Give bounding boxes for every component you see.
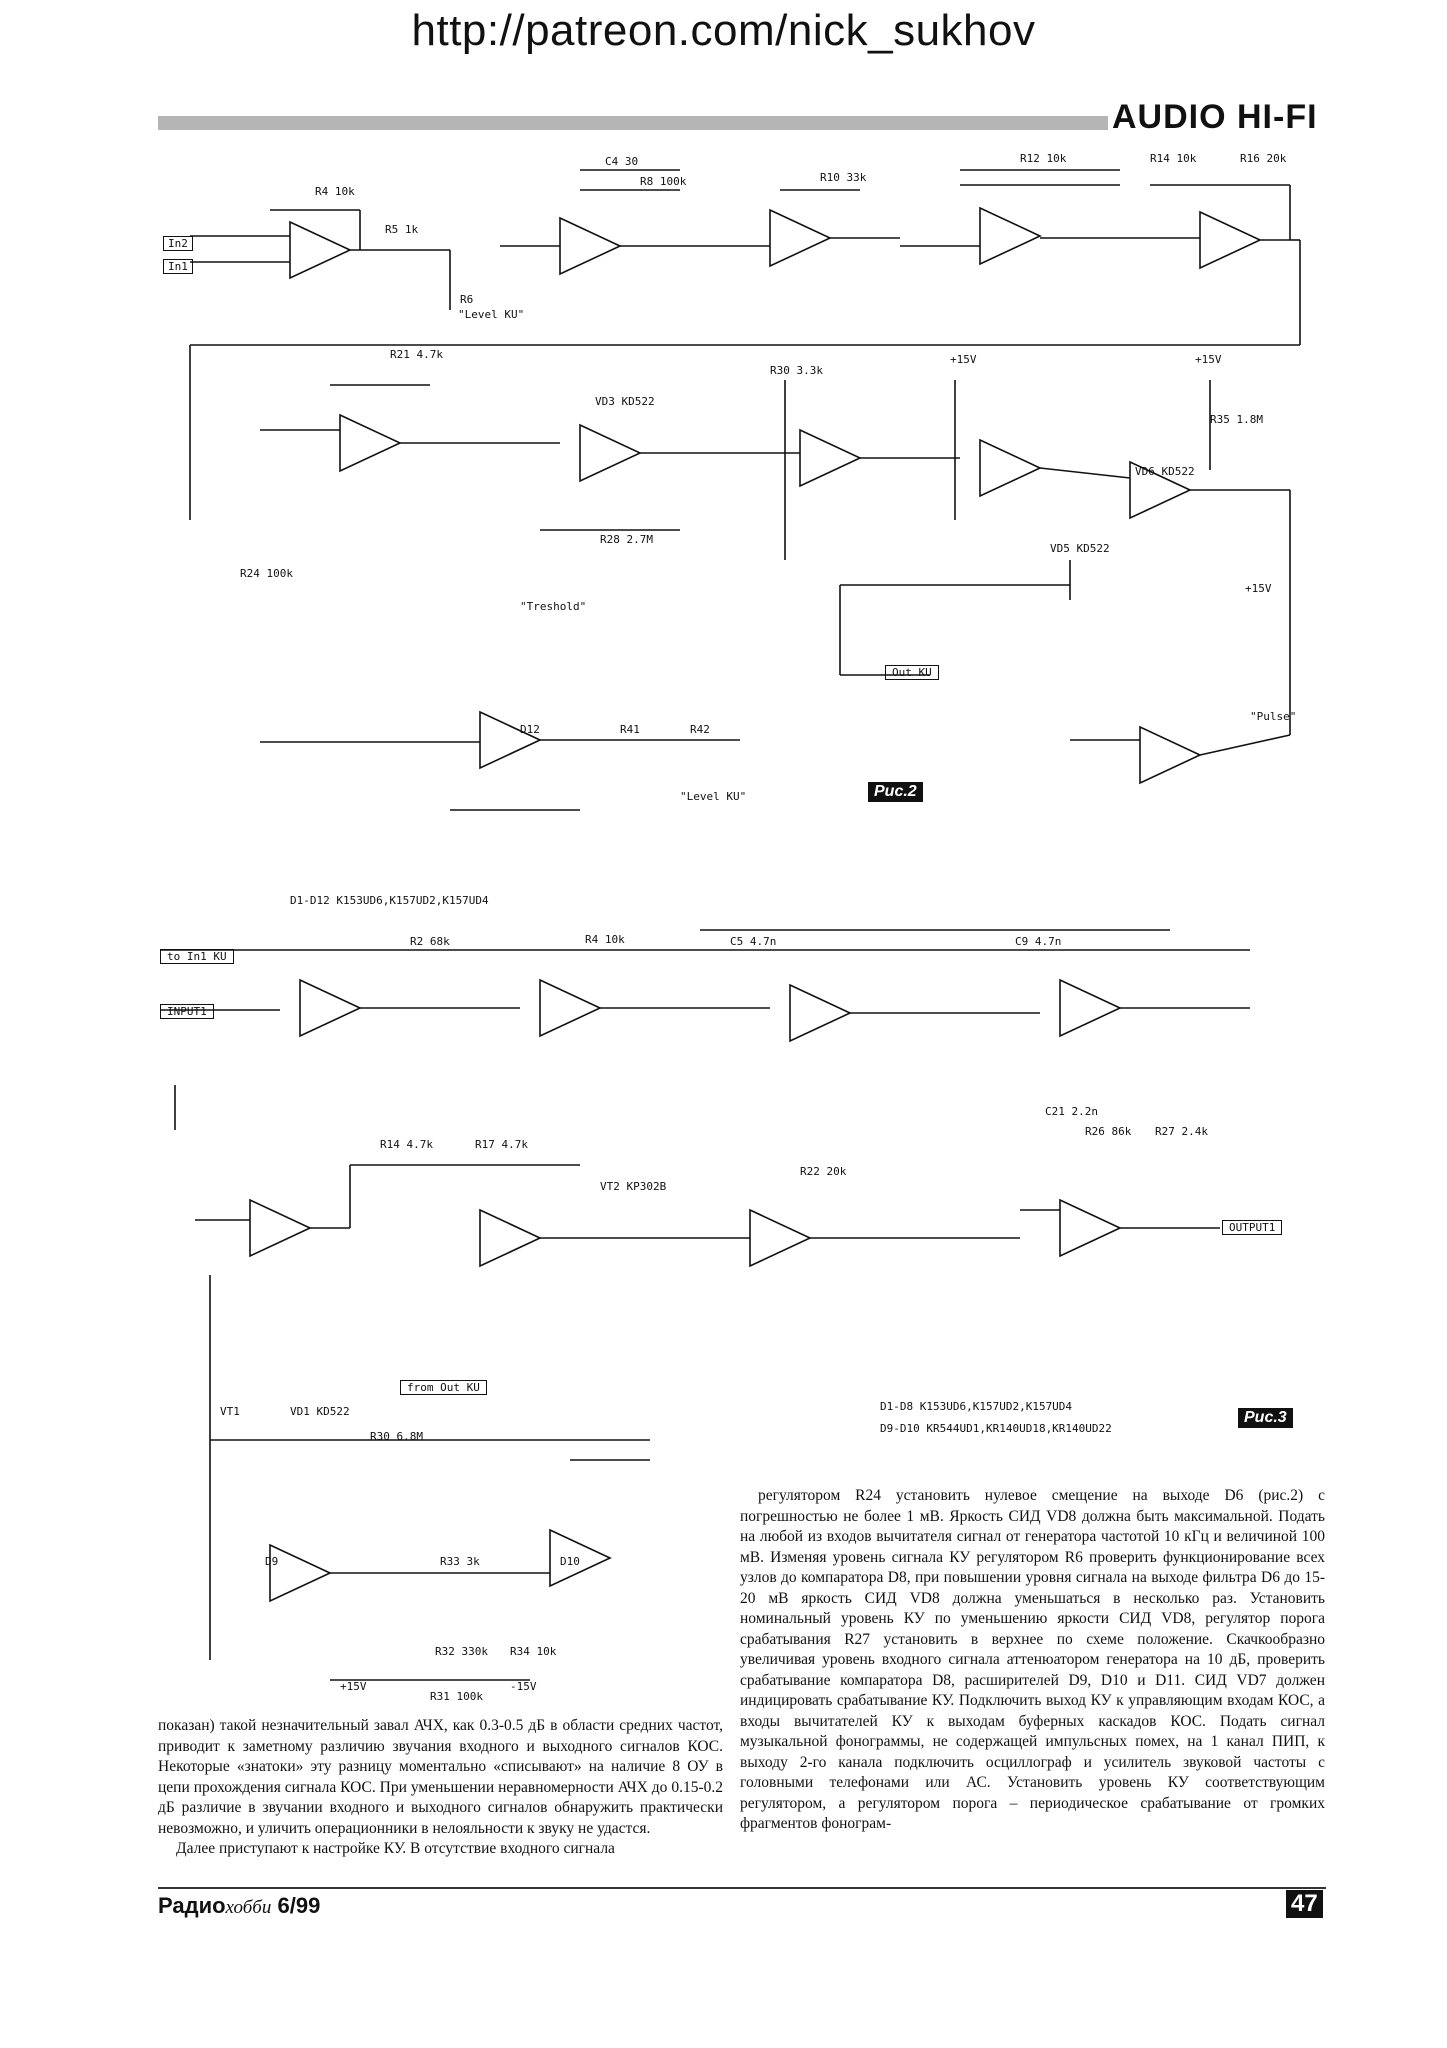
svg-text:VD1 KD522: VD1 KD522 xyxy=(290,1405,350,1418)
svg-text:R31 100k: R31 100k xyxy=(430,1690,483,1703)
tag-in2: In2 xyxy=(163,236,193,251)
svg-text:VD6 KD522: VD6 KD522 xyxy=(1135,465,1195,478)
svg-text:"Level KU": "Level KU" xyxy=(458,308,524,321)
svg-text:R30 6.8M: R30 6.8M xyxy=(370,1430,423,1443)
figure3-parts-note-1: D1-D8 K153UD6,K157UD2,K157UD4 xyxy=(880,1400,1073,1413)
svg-text:+15V: +15V xyxy=(1195,353,1222,366)
schematics: R4 10k R5 1k R6 "Level KU" C4 30 R8 100k… xyxy=(160,152,1301,1703)
svg-text:C21 2.2n: C21 2.2n xyxy=(1045,1105,1098,1118)
svg-text:R28 2.7M: R28 2.7M xyxy=(600,533,653,546)
svg-text:D10: D10 xyxy=(560,1555,580,1568)
svg-text:C9 4.7n: C9 4.7n xyxy=(1015,935,1061,948)
svg-text:VT1: VT1 xyxy=(220,1405,240,1418)
svg-text:R17 4.7k: R17 4.7k xyxy=(475,1138,528,1151)
svg-text:R4 10k: R4 10k xyxy=(315,185,355,198)
page-url[interactable]: http://patreon.com/nick_sukhov xyxy=(411,6,1036,55)
svg-text:R4 10k: R4 10k xyxy=(585,933,625,946)
svg-text:D12: D12 xyxy=(520,723,540,736)
issue-number: 6/99 xyxy=(277,1893,321,1918)
svg-text:R5 1k: R5 1k xyxy=(385,223,418,236)
svg-text:+15V: +15V xyxy=(340,1680,367,1693)
svg-text:D9: D9 xyxy=(265,1555,278,1568)
text-column-left: показан) такой незначительный завал АЧХ,… xyxy=(158,1716,723,1860)
svg-text:R42: R42 xyxy=(690,723,710,736)
left-paragraph-1: показан) такой незначительный завал АЧХ,… xyxy=(158,1717,723,1837)
svg-text:R6: R6 xyxy=(460,293,473,306)
svg-text:C5 4.7n: C5 4.7n xyxy=(730,935,776,948)
footer-rule xyxy=(158,1887,1326,1889)
label-pulse: "Pulse" xyxy=(1250,710,1297,723)
left-paragraph-2: Далее приступают к настройке КУ. В отсут… xyxy=(176,1840,615,1857)
magazine-suffix: хобби xyxy=(225,1897,272,1918)
svg-text:R21 4.7k: R21 4.7k xyxy=(390,348,443,361)
svg-text:R24 100k: R24 100k xyxy=(240,567,293,580)
tag-to-in1: to In1 KU xyxy=(160,949,234,964)
rubric-title: AUDIO HI-FI xyxy=(1112,98,1318,136)
svg-text:+15V: +15V xyxy=(950,353,977,366)
svg-text:R30 3.3k: R30 3.3k xyxy=(770,364,823,377)
svg-text:D1-D12 K153UD6,K157UD2,K157UD4: D1-D12 K153UD6,K157UD2,K157UD4 xyxy=(290,894,489,907)
text-column-right: регулятором R24 установить нулевое смеще… xyxy=(740,1486,1325,1835)
tag-from-out: from Out KU xyxy=(400,1380,487,1395)
svg-text:R41: R41 xyxy=(620,723,640,736)
figure2-label: Рис.2 xyxy=(868,782,923,802)
svg-text:R32 330k: R32 330k xyxy=(435,1645,488,1658)
svg-text:R12 10k: R12 10k xyxy=(1020,152,1067,165)
svg-text:R27 2.4k: R27 2.4k xyxy=(1155,1125,1208,1138)
svg-text:C4 30: C4 30 xyxy=(605,155,638,168)
svg-text:VD3 KD522: VD3 KD522 xyxy=(595,395,655,408)
right-paragraph-1: регулятором R24 установить нулевое смеще… xyxy=(740,1487,1325,1832)
tag-in1: In1 xyxy=(163,259,193,274)
figure3-parts-note-2: D9-D10 KR544UD1,KR140UD18,KR140UD22 xyxy=(880,1422,1112,1435)
label-level-ku-led: "Level KU" xyxy=(680,790,747,803)
svg-text:R14 10k: R14 10k xyxy=(1150,152,1197,165)
svg-text:R10 33k: R10 33k xyxy=(820,171,867,184)
svg-text:R35 1.8M: R35 1.8M xyxy=(1210,413,1263,426)
page-number: 47 xyxy=(1286,1890,1323,1918)
header-bar xyxy=(158,116,1108,130)
svg-text:R2 68k: R2 68k xyxy=(410,935,450,948)
magazine-name: Радио xyxy=(158,1893,226,1918)
svg-text:R34 10k: R34 10k xyxy=(510,1645,557,1658)
svg-text:-15V: -15V xyxy=(510,1680,537,1693)
svg-text:R26 86k: R26 86k xyxy=(1085,1125,1132,1138)
footer-magazine: Радиохобби 6/99 xyxy=(158,1893,320,1919)
svg-text:R33 3k: R33 3k xyxy=(440,1555,480,1568)
label-treshold: "Treshold" xyxy=(520,600,587,613)
tag-output1: OUTPUT1 xyxy=(1222,1220,1283,1235)
svg-text:VT2 KP302B: VT2 KP302B xyxy=(600,1180,667,1193)
svg-text:R22 20k: R22 20k xyxy=(800,1165,847,1178)
tag-input1: INPUT1 xyxy=(160,1004,214,1019)
svg-text:+15V: +15V xyxy=(1245,582,1272,595)
svg-text:R16 20k: R16 20k xyxy=(1240,152,1287,165)
svg-text:R14 4.7k: R14 4.7k xyxy=(380,1138,433,1151)
tag-out-ku: Out KU xyxy=(885,665,939,680)
svg-text:VD5 KD522: VD5 KD522 xyxy=(1050,542,1110,555)
figure3-label: Рис.3 xyxy=(1238,1408,1293,1428)
svg-text:R8 100k: R8 100k xyxy=(640,175,687,188)
